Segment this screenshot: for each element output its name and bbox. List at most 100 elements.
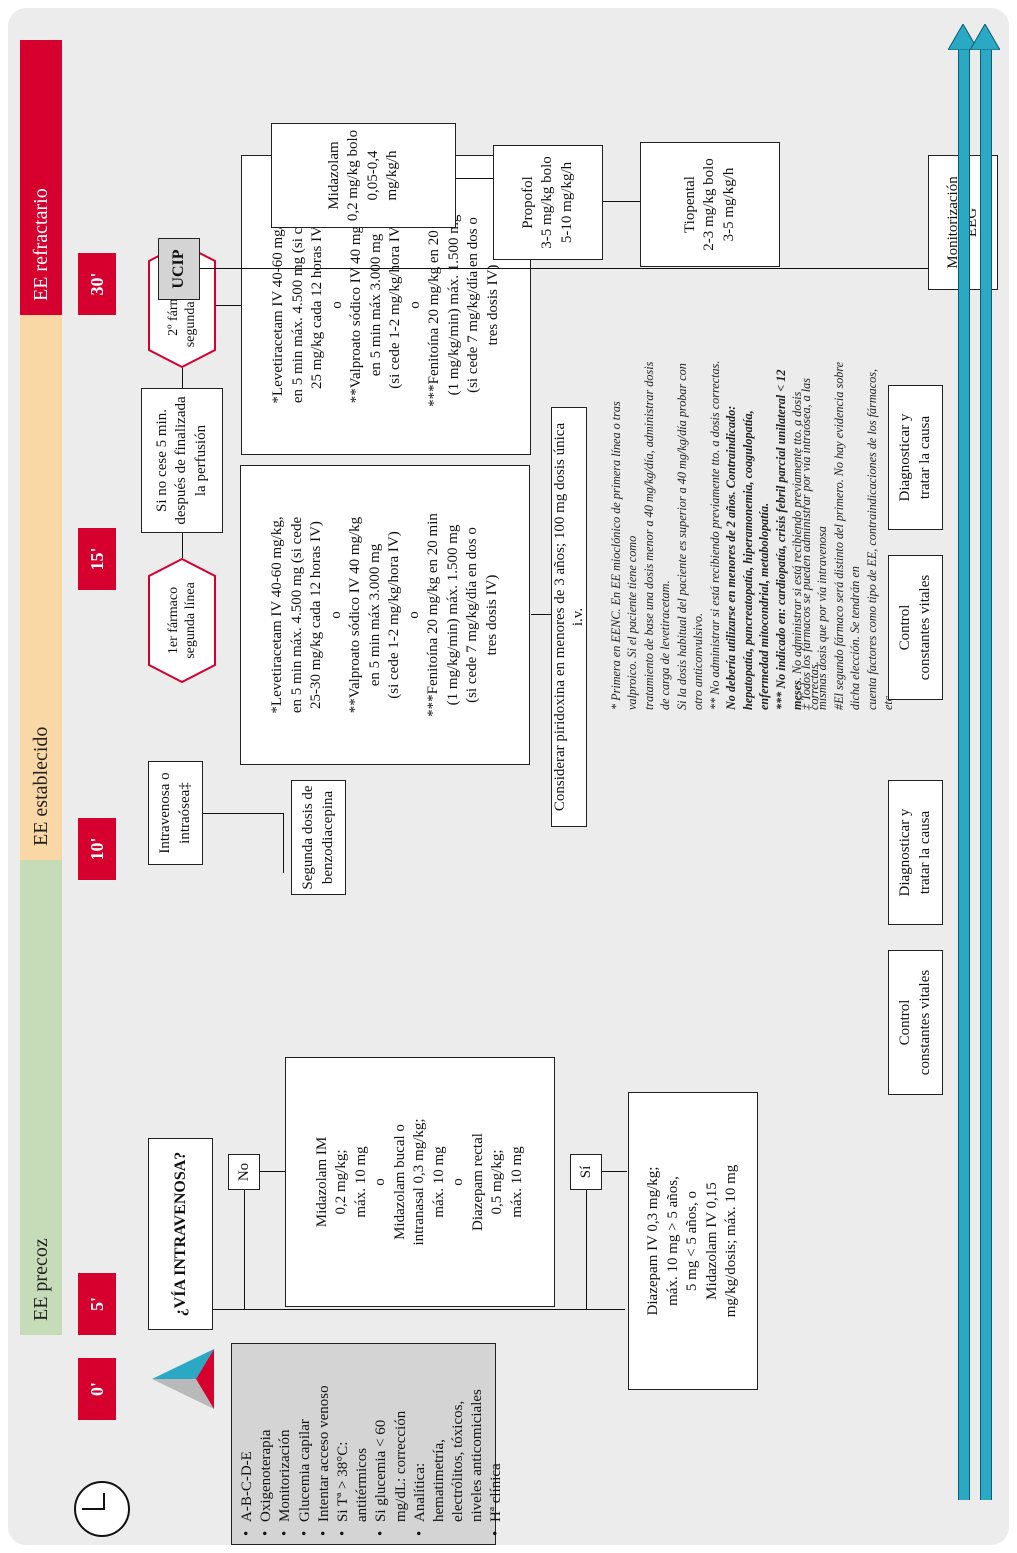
text-line: en 5 min máx. 4.500 mg (si cede — [288, 516, 305, 714]
text-line: o — [406, 301, 423, 309]
list-item: Si glucemia < 60 — [372, 1385, 391, 1536]
no-iv-treatment-box: Midazolam IM 0,2 mg/kg; máx. 10 mg o Mid… — [285, 1057, 555, 1307]
control-constantes-1: Control constantes vitales — [888, 950, 943, 1095]
text-line: 1er fármaco — [165, 586, 181, 655]
diagnosticar-causa-2: Diagnosticar y tratar la causa — [888, 385, 943, 530]
text-line: después de finalizada — [173, 396, 190, 525]
text-line: o — [327, 611, 344, 619]
text-line: Diagnosticar y — [897, 413, 913, 502]
notes-block: * Primera en EENC. En EE mioclónico de p… — [608, 350, 822, 710]
text-line: o — [328, 301, 345, 309]
connector — [182, 368, 183, 388]
footnote-line: #El segundo fármaco será distinto del pr… — [831, 361, 863, 710]
page-background: EE precoz EE establecido EE refractario … — [8, 8, 1009, 1545]
first-drug-label: 1er fármaco segunda línea — [153, 558, 211, 683]
clock-icon — [74, 1481, 130, 1537]
text-line: constantes vitales — [916, 969, 933, 1076]
text-line: 3-5 mg/kg bolo — [539, 156, 556, 249]
connector — [213, 1309, 625, 1310]
text-line: intraósea‡ — [176, 782, 193, 844]
text-line: Control — [897, 604, 913, 651]
text-line: o — [372, 1178, 389, 1186]
arrow-right-icon — [948, 24, 978, 50]
text-line: 3-5 mg/kg/h — [720, 167, 737, 242]
no-cease-box: Si no cese 5 min. después de finalizada … — [141, 388, 223, 533]
note-line: ** No administrar si está recibiendo pre… — [707, 360, 722, 710]
phase-ee-precoz: EE precoz — [20, 860, 62, 1335]
text-line: segunda línea — [183, 582, 198, 659]
connector — [260, 1171, 285, 1172]
text-line: *Levetiracetam IV 40-60 mg/kg, — [269, 516, 285, 714]
text-line: Diagnosticar y — [897, 808, 913, 897]
connector — [244, 1190, 245, 1310]
time-15: 15' — [78, 528, 116, 590]
text-line: en 5 min máx. 4.500 mg (si cede — [289, 206, 306, 404]
timeline-bar-1 — [958, 45, 970, 1500]
note-line: tratamiento de base una dosis menor a 40… — [641, 361, 673, 710]
midazolam-infusion-box: Midazolam 0,2 mg/kg bolo 0,05-0,4 mg/kg/… — [271, 123, 456, 228]
text-line: intranasal 0,3 mg/kg; — [411, 1118, 428, 1246]
text-line: Midazolam IV 0,15 — [703, 1182, 720, 1300]
time-30: 30' — [78, 253, 116, 315]
footnote-line: ‡ Todos los fármacos se pueden administr… — [799, 377, 830, 710]
answer-no: No — [228, 1154, 260, 1190]
text-line: 2-3 mg/kg bolo — [701, 158, 718, 251]
text-line: **Valproato sódico IV 40 mg/kg — [348, 206, 364, 404]
text-line: Tiopental — [681, 176, 698, 233]
text-line: constantes vitales — [916, 574, 933, 681]
text-line: (si cede 7 mg/kg/día en dos o — [465, 217, 481, 393]
note-line: * Primera en EENC. En EE mioclónico de p… — [609, 401, 640, 710]
logo-icon — [152, 1349, 214, 1409]
text-line: la perfusión — [192, 424, 209, 497]
text-line: 5 mg < 5 años, o — [684, 1190, 701, 1292]
connector — [531, 614, 551, 615]
control-constantes-2: Control constantes vitales — [888, 555, 943, 700]
connector — [216, 305, 241, 306]
note-bold: No debería utilizarse en menores de 2 añ… — [724, 405, 772, 710]
text-line: 0,05-0,4 mg/kg/h — [364, 150, 401, 201]
text-line: *Levetiracetam IV 40-60 mg/kg, — [270, 206, 286, 404]
second-dose-box: Segunda dosis de benzodiacepina — [291, 780, 346, 895]
text-line: 0,2 mg/kg bolo — [345, 129, 361, 222]
text-line: benzodiacepina — [319, 790, 336, 885]
text-line: máx. 10 mg — [508, 1146, 525, 1218]
text-line: 25-30 mg/kg cada 12 horas IV) — [308, 521, 324, 709]
text-line: en 5 min máx 3.000 mg — [366, 543, 383, 687]
text-line: 25 mg/kg cada 12 horas IV) — [309, 221, 325, 389]
text-line: **Valproato sódico IV 40 mg/kg — [347, 516, 363, 714]
connector — [182, 533, 183, 558]
text-line: Propofol — [519, 176, 536, 229]
text-line: máx. 10 mg — [352, 1146, 369, 1218]
answer-si: Sí — [570, 1154, 602, 1190]
text-line: máx. 10 mg — [430, 1146, 447, 1218]
text-line: o — [405, 611, 422, 619]
connector — [603, 201, 640, 202]
tiopental-box: Tiopental 2-3 mg/kg bolo 3-5 mg/kg/h — [640, 142, 780, 267]
text-line: (si cede 1-2 mg/kg/hora IV) — [386, 531, 402, 699]
text-line: Segunda dosis de — [300, 785, 316, 890]
phase-ee-refractario: EE refractario — [20, 40, 62, 315]
time-5: 5' — [78, 1273, 116, 1335]
text-line: tres dosis IV) — [483, 574, 500, 656]
arrow-right-icon — [970, 24, 1000, 50]
text-line: Midazolam — [325, 141, 342, 210]
phase-ee-establecido: EE establecido — [20, 315, 62, 860]
list-item: Oxigenoterapia — [257, 1385, 276, 1536]
footnotes-block: ‡ Todos los fármacos se pueden administr… — [798, 350, 897, 710]
connector — [456, 178, 493, 179]
time-10: 10' — [78, 818, 116, 880]
list-item: Si Tª > 38°C: — [334, 1385, 353, 1536]
text-line: tres dosis IV) — [484, 264, 501, 346]
time-0: 0' — [78, 1358, 116, 1420]
list-item: niveles anticomiciales — [469, 1389, 486, 1522]
text-line: en 5 min máx 3.000 mg — [367, 233, 384, 377]
list-item: Glucemia capilar — [296, 1385, 315, 1536]
iv-io-box: Intravenosa o intraósea‡ — [148, 761, 203, 865]
list-item: A-B-C-D-E — [238, 1385, 257, 1536]
propofol-box: Propofol 3-5 mg/kg bolo 5-10 mg/kg/h — [493, 145, 603, 260]
connector — [283, 813, 284, 873]
list-item: antitérmicos — [354, 1447, 371, 1522]
text-line: 5-10 mg/kg/h — [558, 161, 575, 244]
text-line: o — [450, 1178, 467, 1186]
text-line: Midazolam bucal o — [391, 1124, 408, 1240]
